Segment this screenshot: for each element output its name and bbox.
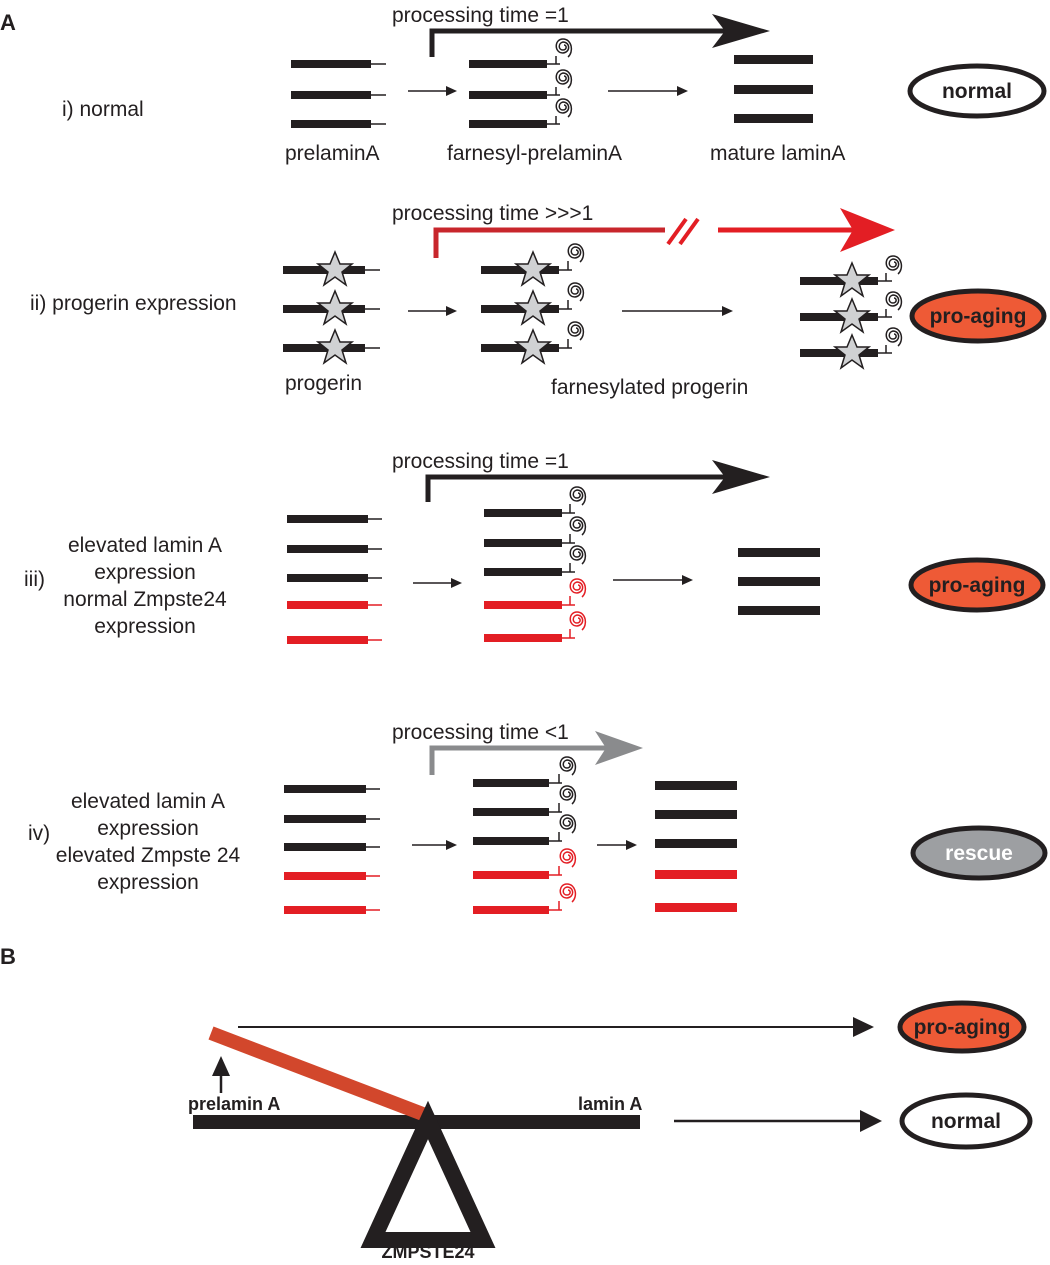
progerin-star (317, 290, 353, 325)
row-i-stage-2-label: farnesyl-prelaminA (447, 142, 622, 165)
row-iii-outcome-text: pro-aging (929, 574, 1026, 597)
row-ii-farnesylated-group (481, 243, 585, 364)
row-iv-step-arrow-2 (597, 840, 637, 850)
progerin-star (317, 329, 353, 364)
row-iii: iii) elevated lamin A expression normal … (24, 450, 1046, 644)
row-ii-step-arrow-2 (622, 306, 733, 316)
row-ii-time-label: processing time >>>1 (392, 202, 593, 225)
row-ii-stage-1-label: progerin (285, 372, 362, 395)
row-iii-condition-line-2: expression (94, 561, 196, 584)
row-i-label: i) normal (62, 98, 144, 121)
row-i-mature-bars (734, 55, 813, 123)
row-iii-condition-line-3: normal Zmpste24 (63, 588, 227, 611)
row-i-stage-1-label: prelaminA (285, 142, 380, 165)
progerin-star (317, 251, 353, 286)
prelamin-beam (208, 1026, 431, 1123)
lower-outcome-arrow (674, 1110, 882, 1132)
row-i-outcome-badge: normal (907, 63, 1047, 119)
row-iv-numeral: iv) (28, 822, 50, 845)
row-iv-outcome-badge: rescue (910, 825, 1048, 881)
row-i-processing-arrow (429, 14, 770, 57)
upper-outcome-arrow (238, 1017, 874, 1037)
row-iv: iv) elevated lamin A expression elevated… (28, 721, 1048, 914)
panel-b-upper-outcome-badge: pro-aging (897, 1000, 1027, 1054)
row-i-step-arrow-2 (608, 86, 688, 96)
row-iii-step-arrow-1 (413, 578, 462, 588)
seesaw-left-label: prelamin A (188, 1094, 280, 1114)
row-ii-processing-arrow (433, 208, 895, 258)
row-i-step-arrow-1 (408, 86, 457, 96)
row-ii: ii) progerin expression processing time … (30, 202, 1047, 399)
row-iv-farnesyl-bars (473, 756, 577, 914)
row-i: i) normal processing time =1 prelaminA (62, 4, 1047, 165)
prelamin-up-arrow (212, 1056, 230, 1093)
panel-b-label: B (0, 944, 16, 969)
row-i-outcome-text: normal (942, 80, 1012, 103)
row-iii-farnesyl-bars (484, 486, 587, 642)
panel-b-upper-outcome-text: pro-aging (914, 1016, 1011, 1039)
row-iv-prelamin-bars (284, 785, 380, 914)
row-iii-condition-line-1: elevated lamin A (68, 534, 222, 557)
row-ii-stage-2-label: farnesylated progerin (551, 376, 748, 399)
row-iv-condition-line-2: expression (97, 817, 199, 840)
row-ii-step-arrow-1 (408, 306, 457, 316)
fulcrum (360, 1100, 496, 1248)
row-iv-processing-arrow (429, 731, 643, 775)
panel-a-label: A (0, 10, 16, 35)
row-ii-accumulated-group (800, 255, 903, 369)
row-iv-condition-line-1: elevated lamin A (71, 790, 225, 813)
row-iii-condition-line-4: expression (94, 615, 196, 638)
row-i-prelamin-bars (291, 60, 386, 128)
row-iii-numeral: iii) (24, 568, 45, 591)
row-iv-step-arrow-1 (412, 840, 457, 850)
row-iii-mature-bars (738, 548, 820, 615)
row-iii-outcome-badge: pro-aging (908, 557, 1046, 613)
row-iii-time-label: processing time =1 (392, 450, 569, 473)
row-i-time-label: processing time =1 (392, 4, 569, 27)
row-iv-outcome-text: rescue (945, 842, 1013, 865)
row-ii-label: ii) progerin expression (30, 292, 237, 315)
row-iv-condition-line-3: elevated Zmpste 24 (56, 844, 241, 867)
row-i-farnesyl-bars (469, 38, 573, 128)
seesaw-base-bar (193, 1115, 640, 1129)
row-iii-prelamin-bars (287, 515, 382, 644)
row-iii-processing-arrow (425, 460, 770, 502)
seesaw-right-label: lamin A (578, 1094, 642, 1114)
seesaw (193, 1026, 640, 1248)
row-ii-outcome-text: pro-aging (930, 305, 1027, 328)
panel-b-lower-outcome-text: normal (931, 1110, 1001, 1133)
row-ii-outcome-badge: pro-aging (909, 288, 1047, 344)
row-i-stage-3-label: mature laminA (710, 142, 845, 165)
row-iv-time-label: processing time <1 (392, 721, 569, 744)
row-iv-condition-line-4: expression (97, 871, 199, 894)
fulcrum-label: ZMPSTE24 (381, 1242, 474, 1262)
row-iii-step-arrow-2 (613, 575, 693, 585)
row-iv-mature-bars (655, 781, 737, 912)
row-ii-progerin-group (283, 251, 380, 364)
panel-b-lower-outcome-badge: normal (899, 1092, 1033, 1150)
